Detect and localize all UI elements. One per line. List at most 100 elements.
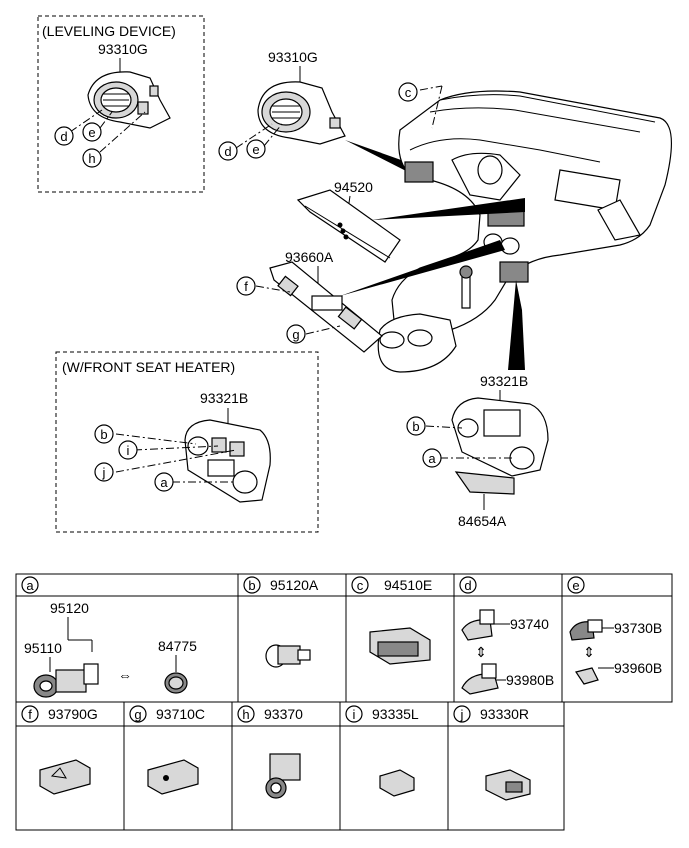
part-label-93310G: 93310G: [268, 49, 318, 65]
svg-text:95120A: 95120A: [270, 577, 319, 593]
table-header-h: h 93370: [237, 705, 303, 723]
front-seat-heater-group: (W/FRONT SEAT HEATER) 93321B: [55, 351, 319, 533]
svg-text:e: e: [252, 142, 259, 157]
svg-text:93730B: 93730B: [614, 620, 662, 636]
svg-text:95110: 95110: [24, 640, 62, 656]
svg-text:b: b: [412, 419, 419, 434]
svg-text:93980B: 93980B: [506, 672, 554, 688]
table-header-c: c 94510E: [351, 576, 432, 594]
callout-a-heater: a: [154, 472, 174, 492]
part-label-93310G-leveling: 93310G: [98, 41, 148, 57]
front-seat-heater-label: (W/FRONT SEAT HEATER): [62, 359, 235, 375]
callout-b-heater: b: [94, 424, 114, 444]
callout-c: c: [398, 82, 418, 102]
table-header-d: d: [459, 576, 477, 594]
pointer-94520: [372, 198, 525, 220]
part-label-93321B: 93321B: [480, 373, 528, 389]
svg-text:95120: 95120: [50, 600, 89, 616]
svg-text:93740: 93740: [510, 616, 549, 632]
callout-e-main: e: [246, 139, 266, 159]
cell-e-content: 93730B ⇕ 93960B: [569, 619, 662, 685]
pointer-93321B: [508, 280, 525, 370]
console-panel-93321B: 93321B 84654A: [425, 280, 549, 529]
svg-text:94510E: 94510E: [384, 577, 432, 593]
table-header-b: b 95120A: [243, 576, 319, 594]
callout-i-heater: i: [118, 440, 138, 460]
callout-f: f: [236, 276, 256, 296]
svg-text:g: g: [134, 707, 141, 722]
svg-text:i: i: [127, 443, 130, 458]
svg-text:93960B: 93960B: [614, 660, 662, 676]
front-seat-heater-frame: [55, 351, 319, 533]
cigar-lighter-icon: [33, 663, 99, 698]
lighter-knob-icon: [164, 672, 188, 694]
svg-text:93335L: 93335L: [372, 706, 419, 722]
callout-h-leveling: h: [82, 148, 102, 168]
hazard-switch-icon: [39, 759, 91, 795]
svg-text:e: e: [88, 125, 95, 140]
svg-text:f: f: [28, 707, 32, 722]
leveling-device-label: (LEVELING DEVICE): [42, 23, 176, 39]
svg-text:93370: 93370: [264, 706, 303, 722]
dashboard-illustration: [377, 85, 673, 373]
svg-text:f: f: [244, 279, 248, 294]
part-label-93321B-heater: 93321B: [200, 390, 248, 406]
svg-text:d: d: [224, 144, 231, 159]
svg-text:c: c: [405, 85, 412, 100]
svg-text:a: a: [26, 578, 34, 593]
table-header-g: g 93710C: [129, 705, 205, 723]
svg-text:h: h: [88, 151, 95, 166]
pointer-vent: [345, 140, 418, 174]
svg-text:d: d: [60, 129, 67, 144]
air-vent-group: 93310G: [235, 49, 418, 174]
part-label-94520: 94520: [334, 179, 373, 195]
cell-d-content: 93740 ⇕ 93980B: [461, 609, 554, 695]
callout-j-heater: j: [94, 462, 114, 482]
callout-a-console: a: [422, 448, 442, 468]
callout-g: g: [286, 324, 306, 344]
svg-text:j: j: [460, 707, 464, 722]
part-label-84654A: 84654A: [458, 513, 507, 529]
svg-text:j: j: [102, 465, 106, 480]
switch-93330R-icon: [485, 769, 531, 801]
svg-text:h: h: [242, 707, 249, 722]
switch-93710C-icon: [147, 759, 199, 795]
svg-text:b: b: [248, 578, 255, 593]
power-socket-icon: [265, 644, 311, 668]
callout-d-leveling: d: [54, 126, 74, 146]
callouts: d e h d e c f g b i j a b a: [54, 82, 442, 492]
air-vent-bezel-leveling: [87, 71, 171, 129]
callout-b-console: b: [406, 416, 426, 436]
svg-text:g: g: [292, 327, 299, 342]
switch-bracket-94520: 94520: [296, 179, 525, 263]
switch-93335L-icon: [379, 769, 415, 797]
svg-text:84775: 84775: [158, 638, 197, 654]
svg-text:93330R: 93330R: [480, 706, 529, 722]
svg-text:a: a: [428, 451, 436, 466]
svg-text:e: e: [572, 578, 579, 593]
leveling-switch-icon: [265, 753, 301, 799]
table-header-i: i 93335L: [345, 705, 419, 723]
part-label-93660A: 93660A: [285, 249, 334, 265]
leveling-device-frame: [37, 15, 205, 193]
switch-panel-93660A: 93660A: [255, 240, 505, 353]
svg-text:93710C: 93710C: [156, 706, 205, 722]
svg-text:b: b: [100, 427, 107, 442]
svg-text:c: c: [357, 578, 364, 593]
svg-text:⇕: ⇕: [583, 644, 595, 660]
svg-text:i: i: [353, 707, 356, 722]
cell-a-content: 95120 95110 ⇔ 84775: [24, 600, 197, 698]
callout-e-leveling: e: [82, 122, 102, 142]
svg-text:⇕: ⇕: [475, 644, 487, 660]
pointer-93660A: [340, 240, 505, 296]
table-header-e: e: [567, 576, 585, 594]
svg-text:a: a: [160, 475, 168, 490]
air-vent-bezel: [257, 81, 346, 145]
table-header-j: j 93330R: [453, 705, 529, 723]
callout-d-main: d: [218, 141, 238, 161]
switch-94510E-icon: [369, 627, 431, 665]
svg-text:⇔: ⇔: [118, 667, 132, 683]
